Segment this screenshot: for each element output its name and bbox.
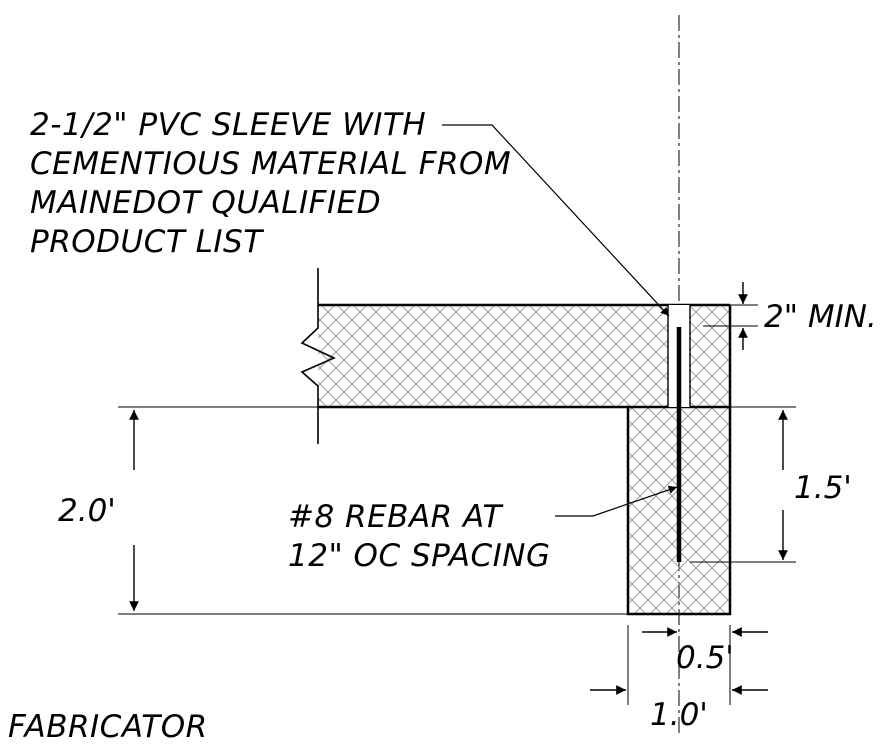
dim-label-rebar-offset: 0.5' (676, 640, 734, 676)
sleeve-leader (442, 124, 670, 317)
dim-label-embed: 1.5' (794, 470, 852, 506)
sleeve-note-line-3: MAINEDOT QUALIFIED (30, 185, 382, 221)
dim-embed (690, 406, 796, 563)
dim-footing-depth (118, 406, 628, 615)
dim-label-footing-depth: 2.0' (58, 493, 116, 529)
slab (318, 303, 732, 409)
dim-label-footing-width: 1.0' (650, 697, 708, 733)
break-line (300, 268, 336, 444)
sleeve-note-line-2: CEMENTIOUS MATERIAL FROM (30, 146, 512, 182)
sleeve-note-line-4: PRODUCT LIST (30, 224, 263, 260)
rebar-leader (555, 485, 678, 517)
dim-cover (703, 282, 758, 350)
rebar-note-line-1: #8 REBAR AT (288, 499, 502, 535)
sleeve-note-line-1: 2-1/2" PVC SLEEVE WITH (30, 107, 427, 143)
rebar-note-line-2: 12" OC SPACING (288, 538, 551, 574)
bottom-note: FABRICATOR (8, 709, 208, 745)
dim-label-cover: 2" MIN. (764, 299, 877, 335)
